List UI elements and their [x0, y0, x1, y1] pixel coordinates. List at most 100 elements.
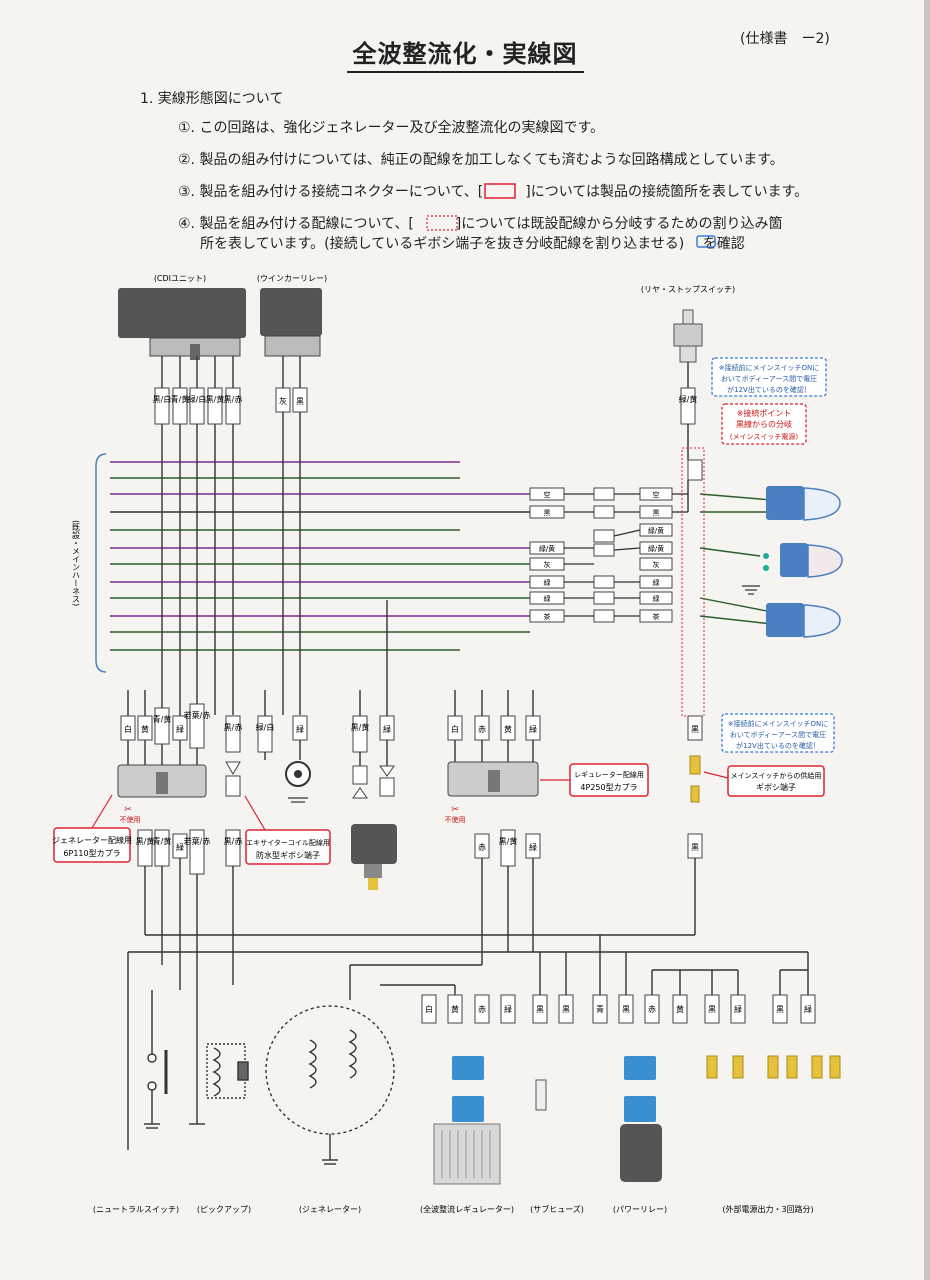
svg-text:黒/黄: 黒/黄 [351, 722, 370, 732]
svg-text:防水型ギボシ端子: 防水型ギボシ端子 [256, 850, 320, 860]
branch-point-callout: ※接続ポイント 黒線からの分岐 (メインスイッチ電源) [721, 403, 807, 445]
svg-text:緑: 緑 [804, 1004, 812, 1014]
svg-text:赤: 赤 [648, 1005, 656, 1014]
svg-text:※接続前にメインスイッチONに: ※接続前にメインスイッチONに [728, 719, 828, 728]
svg-text:ギボシ端子: ギボシ端子 [756, 782, 796, 792]
cdi-label: (CDIユニット) [154, 274, 206, 283]
neutral-switch-label: (ニュートラルスイッチ) [93, 1205, 179, 1214]
harness-right-tags: 空 黒 緑/黄 緑/黄 灰 緑 緑 茶 [639, 487, 673, 623]
license-lamp-icon [766, 603, 841, 638]
svg-text:緑: 緑 [383, 724, 391, 734]
harness-label: (既設・メインハーネス) [72, 520, 81, 606]
reg-lower-tags: 赤 黒/黄 緑 [474, 829, 541, 867]
svg-text:おいてボディーアース間で電圧: おいてボディーアース間で電圧 [730, 730, 826, 739]
harness-mid-tags: 空 黒 緑/黄 灰 緑 緑 茶 [529, 487, 565, 623]
gen-coupler-callout: ジェネレーター配線用 6P110型カプラ [52, 794, 132, 863]
svg-text:白: 白 [425, 1004, 433, 1014]
svg-text:✂: ✂ [124, 805, 132, 815]
winker-relay-label: (ウインカーリレー) [257, 274, 327, 283]
note-2: ②. 製品の組み付けについては、純正の配線を加工しなくても済むような回路構成とし… [178, 152, 784, 168]
section-heading: 1. 実線形態図について [140, 91, 284, 107]
svg-text:白: 白 [451, 724, 459, 734]
sub-fuse-label: (サブヒューズ) [530, 1204, 584, 1214]
svg-text:緑: 緑 [653, 594, 660, 603]
svg-text:緑/白: 緑/白 [188, 394, 207, 404]
svg-text:茶: 茶 [544, 612, 551, 621]
svg-text:赤: 赤 [478, 725, 486, 734]
exciter-terminal-icon [225, 775, 241, 797]
svg-text:黒: 黒 [708, 1005, 716, 1014]
svg-text:緑: 緑 [653, 578, 660, 587]
svg-text:黒/赤: 黒/赤 [224, 395, 243, 404]
svg-text:緑: 緑 [544, 594, 551, 603]
svg-text:灰: 灰 [653, 560, 660, 569]
svg-text:黒: 黒 [544, 509, 551, 517]
main-sw-tag-2: 黒 [691, 843, 699, 852]
main-sw-tag-1: 黒 [691, 725, 699, 734]
svg-text:黒: 黒 [776, 1005, 784, 1014]
svg-text:レギュレーター配線用: レギュレーター配線用 [574, 770, 644, 779]
blue-box-icon [696, 235, 716, 248]
page-title-text: 全波整流化・実線図 [346, 40, 584, 73]
page-title: 全波整流化・実線図 [0, 34, 930, 73]
sub-fuse-icon [535, 1079, 547, 1111]
exciter-upper-tag: 黒/赤 [224, 723, 243, 732]
reg-coupler-callout: レギュレーター配線用 4P250型カプラ [540, 763, 649, 797]
svg-text:青/黄: 青/黄 [153, 714, 172, 724]
svg-text:黄: 黄 [141, 724, 149, 734]
svg-text:灰: 灰 [279, 396, 287, 406]
svg-text:緑: 緑 [544, 578, 551, 587]
svg-text:緑: 緑 [504, 1004, 512, 1014]
external-power-label: (外部電源出力・3回路分) [722, 1204, 813, 1214]
svg-text:白: 白 [124, 724, 132, 734]
svg-text:黒: 黒 [296, 397, 304, 406]
harness-bracket [95, 453, 107, 673]
svg-text:緑/黄: 緑/黄 [648, 544, 664, 553]
svg-text:黒/黄: 黒/黄 [136, 836, 155, 846]
svg-text:が12V出ているのを確認！: が12V出ているのを確認！ [736, 741, 820, 750]
generator-label: (ジェネレーター) [299, 1205, 361, 1214]
exciter-callout: エキサイターコイル配線用 防水型ギボシ端子 [244, 795, 331, 865]
svg-text:緑/黄: 緑/黄 [539, 544, 555, 553]
svg-text:ジェネレーター配線用: ジェネレーター配線用 [52, 835, 132, 845]
svg-text:黒/黄: 黒/黄 [499, 836, 518, 846]
generator-icon [265, 1005, 395, 1165]
main-sw-terminal-icon [689, 755, 701, 775]
svg-text:空: 空 [544, 490, 551, 499]
svg-text:赤: 赤 [478, 1005, 486, 1014]
tail-lamp-icon [766, 486, 841, 521]
note-3: ③. 製品を組み付ける接続コネクターについて、[ ]については製品の接続箇所を表… [178, 184, 809, 200]
cdi-unit-icon [118, 288, 246, 338]
svg-text:黒線からの分岐: 黒線からの分岐 [736, 419, 792, 429]
svg-text:黒: 黒 [622, 1005, 630, 1014]
gen-lower-tags: 黒/黄 青/黄 緑 若葉/赤 [136, 829, 210, 875]
check-12v-callout-2: ※接続前にメインスイッチONに おいてボディーアース間で電圧 が12V出ているの… [721, 713, 835, 753]
svg-text:緑: 緑 [176, 842, 184, 852]
svg-text:黒: 黒 [536, 1005, 544, 1014]
external-power-terminals-icon [706, 1055, 841, 1079]
stop-switch-icon [682, 309, 694, 325]
svg-text:黄: 黄 [451, 1004, 459, 1014]
unused-label-1: 不使用 [120, 815, 141, 824]
svg-text:茶: 茶 [653, 612, 660, 621]
svg-text:若葉/赤: 若葉/赤 [184, 710, 211, 720]
stop-lamp-icon [763, 543, 843, 578]
svg-text:空: 空 [653, 490, 660, 499]
svg-text:黒: 黒 [562, 1005, 570, 1014]
svg-text:※接続前にメインスイッチONに: ※接続前にメインスイッチONに [719, 363, 819, 372]
svg-text:黒/黄: 黒/黄 [206, 394, 225, 404]
unused-label-2: 不使用 [445, 815, 466, 824]
stop-switch-label: (リヤ・ストップスイッチ) [641, 285, 735, 294]
svg-text:灰: 灰 [544, 560, 551, 569]
check-12v-callout-1: ※接続前にメインスイッチONに おいてボディーアース間で電圧 が12V出ているの… [711, 357, 827, 397]
power-relay-label: (パワーリレー) [613, 1205, 667, 1214]
svg-text:青: 青 [596, 1004, 604, 1014]
winker-relay-icon [260, 288, 322, 336]
neutral-switch-icon [144, 990, 168, 1129]
oil-sensor-icon [351, 824, 397, 890]
gen-upper-tags: 白 黄 青/黄 緑 若葉/赤 [120, 703, 211, 749]
svg-text:緑: 緑 [176, 724, 184, 734]
svg-text:(メインスイッチ電源): (メインスイッチ電源) [730, 432, 799, 441]
dashed-bracket-icon [426, 215, 458, 231]
